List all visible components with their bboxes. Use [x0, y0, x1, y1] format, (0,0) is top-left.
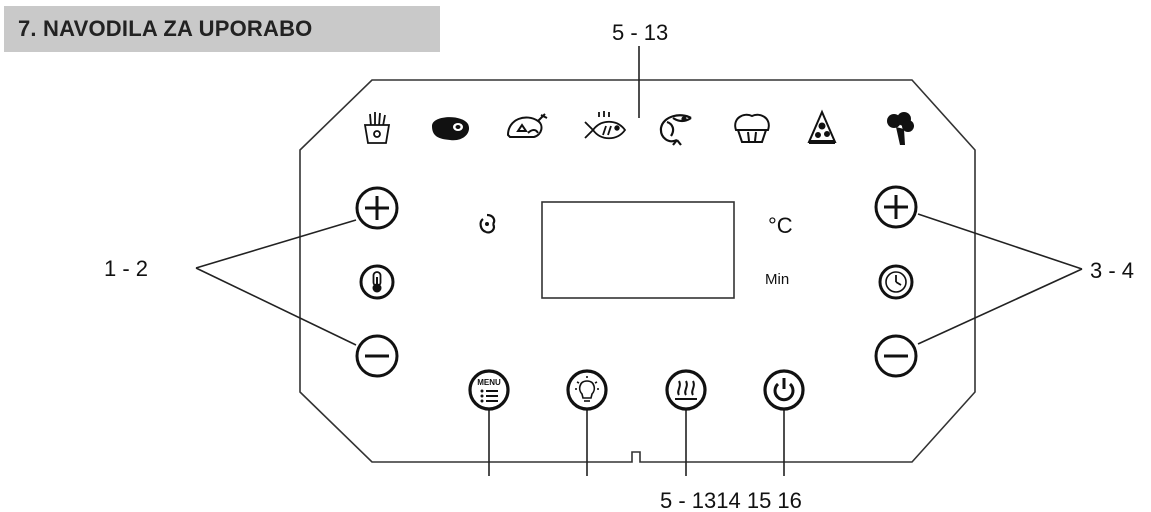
power-icon	[773, 378, 795, 402]
menu-icon	[480, 389, 498, 403]
temperature-plus-button[interactable]	[355, 186, 399, 230]
clock-icon	[878, 264, 914, 300]
time-minus-button[interactable]	[874, 334, 918, 378]
callout-label-left: 1 - 2	[104, 256, 148, 281]
callout-line-left-up	[195, 219, 357, 269]
menu-button[interactable]: MENU	[468, 369, 510, 411]
callout-label-bottom: 5 - 1314 15 16	[660, 488, 802, 512]
time-plus-button[interactable]	[874, 185, 918, 229]
section-title-text: 7. NAVODILA ZA UPORABO	[18, 16, 313, 41]
shrimp-icon[interactable]	[659, 114, 692, 146]
fan-icon	[479, 213, 496, 234]
section-title: 7. NAVODILA ZA UPORABO	[4, 6, 440, 52]
light-button[interactable]	[566, 369, 608, 411]
callout-line-right-down	[917, 268, 1083, 345]
callout-line-right-up	[917, 213, 1083, 270]
fries-icon[interactable]	[363, 112, 391, 144]
thermometer-icon	[359, 264, 395, 300]
panel-outline	[299, 79, 976, 463]
power-button[interactable]	[763, 369, 805, 411]
keep-warm-button[interactable]	[665, 369, 707, 411]
unit-minutes-label: Min	[765, 271, 789, 288]
temperature-minus-button[interactable]	[355, 334, 399, 378]
unit-celsius-label: °C	[768, 213, 793, 238]
fish-icon[interactable]	[584, 111, 627, 140]
callout-label-right: 3 - 4	[1090, 258, 1134, 283]
keep-warm-icon	[675, 380, 697, 400]
lcd-display	[541, 201, 735, 299]
menu-button-text: MENU	[477, 378, 501, 387]
vegetable-icon[interactable]	[887, 112, 914, 145]
cake-icon[interactable]	[734, 113, 770, 143]
callout-label-top: 5 - 13	[612, 20, 668, 45]
pizza-icon[interactable]	[807, 109, 837, 144]
chicken-icon[interactable]	[506, 113, 548, 138]
callout-line-left-down	[195, 267, 357, 346]
steak-icon[interactable]	[432, 117, 470, 141]
light-bulb-icon	[575, 376, 599, 402]
